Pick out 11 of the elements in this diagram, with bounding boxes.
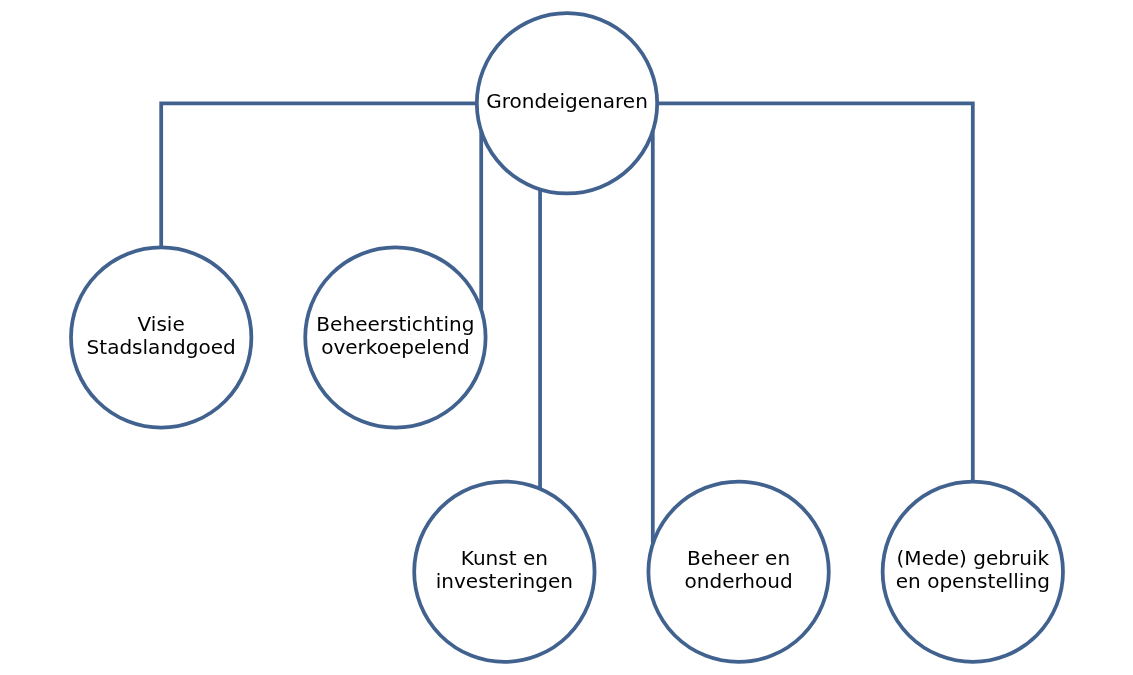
- connector: [478, 131, 483, 310]
- node-circle: Beheerstichting overkoepelend: [302, 245, 487, 430]
- node-circle: (Mede) gebruik en openstelling: [880, 479, 1065, 664]
- connector: [537, 189, 542, 489]
- connector: [158, 101, 476, 248]
- node-circle: Kunst en investeringen: [411, 479, 596, 664]
- node-circle: Beheer en onderhoud: [646, 479, 831, 664]
- node-circle: Grondeigenaren: [474, 11, 659, 196]
- connector: [650, 131, 655, 544]
- node-circle: Visie Stadslandgoed: [68, 245, 253, 430]
- connector: [657, 101, 975, 482]
